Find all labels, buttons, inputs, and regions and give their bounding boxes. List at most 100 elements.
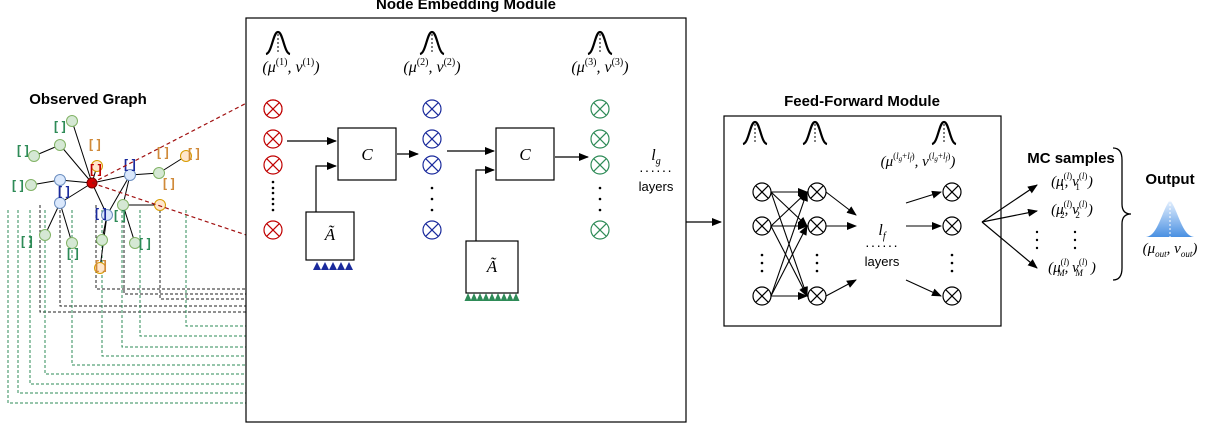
graph-node-label-8: []	[93, 207, 109, 222]
neuron-red-3	[263, 155, 283, 175]
concat-box-1	[337, 127, 397, 181]
output-distribution-icon	[1146, 200, 1194, 237]
neuron-green-1	[590, 99, 610, 119]
ff-neuron-l3-1	[942, 182, 962, 202]
embedding-bell-icon-2	[419, 30, 445, 56]
green-arrowhead-8	[506, 293, 514, 301]
ff-neuron-l2-2	[807, 216, 827, 236]
graph-node-label-5: []	[10, 179, 26, 194]
graph-node-label-11: []	[161, 177, 177, 192]
graph-node-g	[54, 197, 66, 209]
embedding-arrows	[287, 137, 589, 241]
graph-node-label-7: []	[122, 158, 138, 173]
ff-neuron-l3-3	[942, 286, 962, 306]
green-arrowhead-2	[470, 293, 478, 301]
graph-node-label-16: []	[186, 147, 202, 162]
mc-vertical-dots	[1035, 230, 1077, 250]
graph-node-o	[66, 237, 78, 249]
ff-dots-l1	[760, 253, 764, 273]
graph-node-label-13: []	[19, 235, 35, 250]
graph-node-label-6: []	[56, 185, 72, 200]
graph-node-j	[153, 167, 165, 179]
graph-to-embedding-arrow-top	[91, 93, 265, 184]
node-embedding-distributions	[265, 30, 613, 56]
green-arrowhead-9	[512, 293, 520, 301]
blue-arrowhead-3	[329, 262, 337, 270]
ff-neuron-l2-3	[807, 286, 827, 306]
mc-brace	[1112, 147, 1132, 281]
adjacency-input-arrowheads-1	[313, 262, 353, 270]
green-arrowhead-7	[500, 293, 508, 301]
embedding-depth-dots: ······	[639, 162, 673, 178]
ff-neuron-l3-2	[942, 216, 962, 236]
observed-graph-title: Observed Graph	[29, 91, 147, 108]
graph-node-q	[96, 234, 108, 246]
mc-sample-1: (μ(l)1, v(l)1)	[1051, 171, 1093, 192]
graph-node-a	[28, 150, 40, 162]
embedding-bell-icon-3	[587, 30, 613, 56]
embedding-neuron-columns	[263, 99, 610, 240]
neuron-red-1	[263, 99, 283, 119]
mc-fan-arrows	[981, 184, 1038, 269]
node-embedding-title: Node Embedding Module	[376, 0, 556, 13]
green-arrowhead-3	[476, 293, 484, 301]
graph-node-label-4: []	[88, 163, 104, 178]
adjacency-symbol-1: Ã	[324, 225, 336, 244]
concat-box-2	[495, 127, 555, 181]
adjacency-box-1	[305, 211, 355, 261]
green-arrowhead-4	[482, 293, 490, 301]
neuron-green-last	[590, 220, 610, 240]
neuron-dots-green	[598, 186, 602, 212]
ff-dots-l3	[950, 253, 954, 273]
graph-node-k	[180, 150, 192, 162]
ff-network	[752, 182, 962, 306]
graph-node-label-12: []	[137, 237, 153, 252]
observed-graph: [][][][][][][][][][][][][][][][]	[10, 115, 202, 274]
blue-link-1	[95, 205, 318, 290]
concat-symbol-1: C	[361, 145, 373, 164]
graph-node-i	[124, 169, 136, 181]
embedding-bell-icon-1	[265, 30, 291, 56]
adjacency-input-arrowheads-2	[464, 293, 520, 301]
green-arrowhead-5	[488, 293, 496, 301]
ff-depth-dots: ······	[865, 237, 899, 253]
graph-node-label-9: []	[112, 209, 128, 224]
blue-arrowhead-5	[345, 262, 353, 270]
adjacency-box-2	[465, 240, 519, 294]
mc-samples-title: MC samples	[1027, 150, 1115, 167]
neuron-dots-blue	[430, 186, 434, 212]
mc-sample-m: (μ(l)M, v(l)M)	[1048, 257, 1096, 278]
graph-node-label-15: []	[93, 259, 109, 274]
graph-node-label-1: []	[15, 144, 31, 159]
graph-node-l	[101, 209, 113, 221]
ff-neuron-l1-3	[752, 286, 772, 306]
graph-node-label-10: []	[155, 146, 171, 161]
ff-title: Feed-Forward Module	[784, 93, 940, 110]
blue-arrowhead-2	[321, 262, 329, 270]
neuron-green-2	[590, 129, 610, 149]
blue-arrowhead-1	[313, 262, 321, 270]
ff-neuron-l2-1	[807, 182, 827, 202]
graph-node-e	[54, 174, 66, 186]
output-label: (μout, vout)	[1143, 241, 1198, 259]
graph-node-label-3: []	[87, 138, 103, 153]
adjacency-symbol-2: Ã	[486, 257, 498, 276]
neuron-blue-1	[422, 99, 442, 119]
ff-edges	[770, 188, 942, 300]
graph-node-n	[154, 199, 166, 211]
graph-node-label-14: []	[65, 247, 81, 262]
graph-node-d	[91, 160, 103, 172]
neuron-blue-last	[422, 220, 442, 240]
graph-node-s	[94, 262, 106, 274]
graph-node-r	[129, 237, 141, 249]
graph-node-b	[54, 139, 66, 151]
graph-node-labels: [][][][][][][][][][][][][][][][]	[10, 120, 202, 274]
graph-node-f	[25, 179, 37, 191]
mc-sample-2: (μ(l)2, v(l)2)	[1051, 199, 1093, 220]
ff-distributions	[742, 120, 957, 146]
neuron-green-3	[590, 155, 610, 175]
blue-arrowhead-4	[337, 262, 345, 270]
ff-bell-icon-2	[802, 120, 828, 146]
graph-node-label-2: []	[52, 120, 68, 135]
